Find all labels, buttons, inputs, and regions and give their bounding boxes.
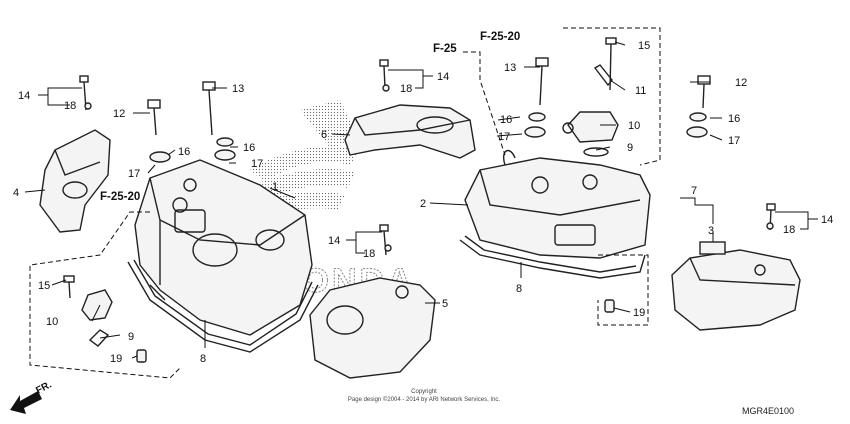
leader-lines <box>24 41 818 359</box>
callout-18-right: 18 <box>783 224 795 236</box>
callout-14-left: 14 <box>18 90 30 102</box>
bolt-part-13-right <box>535 57 549 106</box>
gasket-left <box>127 259 319 353</box>
callout-10-left: 10 <box>46 316 58 328</box>
callout-18-center: 18 <box>363 248 375 260</box>
callout-19-left: 19 <box>110 353 122 365</box>
callout-17-right-a: 17 <box>498 131 510 143</box>
ref-f2520-top[interactable]: F-25-20 <box>480 31 520 43</box>
copyright-line: Page design ©2004 - 2014 by ARI Network … <box>348 396 501 403</box>
callout-5: 5 <box>442 298 448 310</box>
cover-part-6 <box>344 104 476 159</box>
callout-17-left-a: 17 <box>251 158 263 170</box>
callout-11: 11 <box>635 85 646 97</box>
callout-6: 6 <box>321 129 327 141</box>
fr-label: FR. <box>34 379 54 396</box>
insulator-part-3 <box>699 241 726 255</box>
callout-7: 7 <box>691 185 697 197</box>
callout-16-right-a: 16 <box>500 114 512 126</box>
callout-16-right-b: 16 <box>728 113 740 125</box>
ref-f2520-left[interactable]: F-25-20 <box>100 191 140 203</box>
copyright-title: Copyright <box>411 389 437 395</box>
callout-15-left: 15 <box>38 280 50 292</box>
callout-14-right: 14 <box>821 214 833 226</box>
callout-17-left-b: 17 <box>128 168 140 180</box>
callout-18-upper: 18 <box>400 83 412 95</box>
bolt-part-12-left <box>147 99 161 136</box>
joint-part-10-left <box>81 289 113 347</box>
callout-14-upper: 14 <box>437 71 449 83</box>
dashed-box-right-bottom <box>597 254 649 326</box>
joint-part-10-right <box>562 111 619 157</box>
front-direction-arrow <box>10 391 42 414</box>
callout-13-left: 13 <box>232 83 244 95</box>
bolt-part-14-center <box>379 224 389 256</box>
callout-10-right: 10 <box>628 120 640 132</box>
callouts: 1 2 3 4 5 6 7 8 8 9 9 10 10 11 12 12 13 … <box>13 40 833 365</box>
callout-2: 2 <box>420 198 426 210</box>
callout-16-left-a: 16 <box>243 142 255 154</box>
cover-part-7 <box>671 249 801 331</box>
callout-12-left: 12 <box>113 108 125 120</box>
bolt-part-15-left <box>63 275 75 299</box>
callout-3: 3 <box>708 225 714 237</box>
callout-17-right-b: 17 <box>728 135 740 147</box>
callout-1: 1 <box>272 181 278 193</box>
callout-19-right: 19 <box>633 307 645 319</box>
bolt-part-13-left <box>202 81 216 136</box>
gasket-right <box>459 235 646 279</box>
callout-8-left: 8 <box>200 353 206 365</box>
dashed-box-left <box>29 211 181 379</box>
callout-13-right: 13 <box>504 62 516 74</box>
callout-9-right: 9 <box>627 142 633 154</box>
bolt-part-14-upper <box>379 59 389 89</box>
callout-18-left: 18 <box>64 100 76 112</box>
cover-part-5 <box>309 277 436 379</box>
cylinder-head-cover-right <box>464 149 651 259</box>
cylinder-head-cover-left <box>134 159 313 336</box>
callout-8-right: 8 <box>516 283 522 295</box>
side-cover-part-4 <box>39 129 111 233</box>
callout-15-right: 15 <box>638 40 650 52</box>
dashed-box-right-f25 <box>463 51 506 156</box>
callout-9-left: 9 <box>128 331 134 343</box>
ref-f25[interactable]: F-25 <box>433 43 457 55</box>
dashed-box-right <box>563 27 661 166</box>
callout-4: 4 <box>13 187 19 199</box>
diagram-code: MGR4E0100 <box>742 406 794 416</box>
callout-14-center: 14 <box>328 235 340 247</box>
callout-12-right: 12 <box>735 77 747 89</box>
callout-16-left-b: 16 <box>178 146 190 158</box>
washers <box>84 64 774 363</box>
bolt-part-12-right <box>697 75 711 109</box>
